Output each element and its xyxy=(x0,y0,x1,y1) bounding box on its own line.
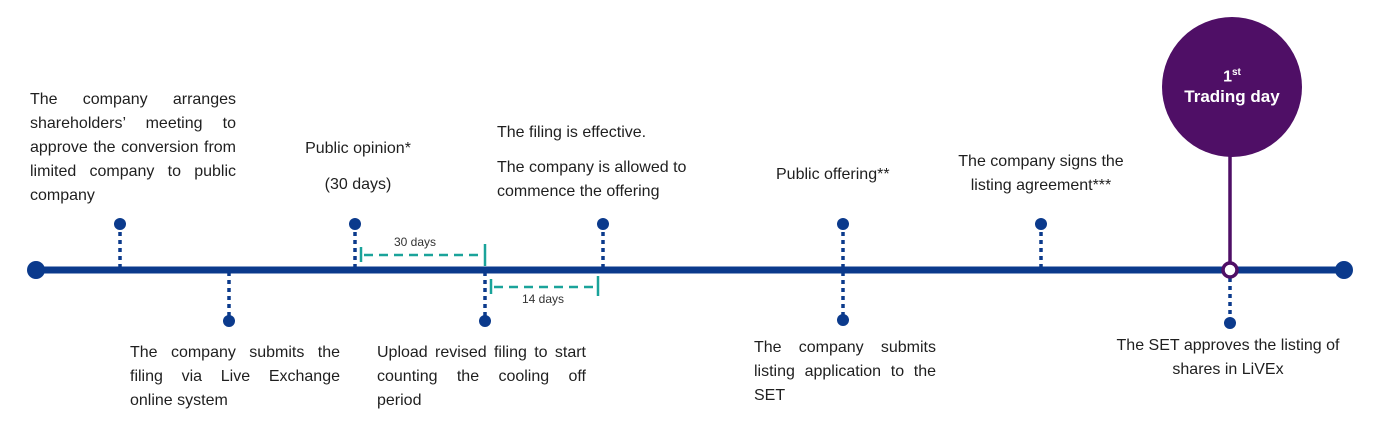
timeline-end-dot xyxy=(1335,261,1353,279)
event-label-public-opinion: Public opinion* (30 days) xyxy=(288,137,428,197)
event-label-set-approves: The SET approves the listing of shares i… xyxy=(1116,337,1340,378)
filing-effective-desc: The company is allowed to commence the o… xyxy=(497,159,687,200)
event-label-filing-effective: The filing is effective. The company is … xyxy=(497,121,727,204)
stem-listing-agreement xyxy=(1035,218,1047,268)
stem-public-offering xyxy=(837,218,849,326)
milestone-marker xyxy=(1221,261,1239,279)
public-opinion-title: Public opinion* xyxy=(305,140,411,157)
milestone-circle xyxy=(1162,17,1302,157)
milestone-title: Trading day xyxy=(1184,87,1280,107)
stem-public-opinion xyxy=(349,218,361,268)
stem-upload-revised xyxy=(479,272,491,327)
bracket-14-days xyxy=(489,276,600,296)
stem-filing-effective xyxy=(597,218,609,268)
event-label-listing-agreement: The company signs the listing agreement*… xyxy=(958,153,1124,194)
event-label-upload-revised: Upload revised filing to start counting … xyxy=(377,344,586,409)
duration-label-30-days: 30 days xyxy=(394,235,437,249)
stem-submit-filing xyxy=(223,272,235,327)
event-label-shareholders-meeting: The company arranges shareholders’ meeti… xyxy=(30,91,236,204)
event-label-submit-listing: The company submits listing application … xyxy=(754,339,936,404)
milestone-label: 1st Trading day xyxy=(1162,64,1302,108)
milestone-ordinal: 1 xyxy=(1223,68,1232,86)
duration-label-14-days: 14 days xyxy=(522,292,565,306)
public-opinion-duration: (30 days) xyxy=(324,176,392,193)
filing-effective-title: The filing is effective. xyxy=(497,124,647,141)
event-label-public-offering: Public offering** xyxy=(776,166,890,183)
stem-set-approves xyxy=(1224,278,1236,329)
event-label-submit-filing: The company submits the filing via Live … xyxy=(130,344,340,409)
milestone-ordinal-suffix: st xyxy=(1232,67,1241,78)
first-trading-day-milestone xyxy=(1162,17,1302,279)
timeline-start-dot xyxy=(27,261,45,279)
bracket-30-days xyxy=(359,244,487,266)
stem-shareholders-meeting xyxy=(114,218,126,268)
